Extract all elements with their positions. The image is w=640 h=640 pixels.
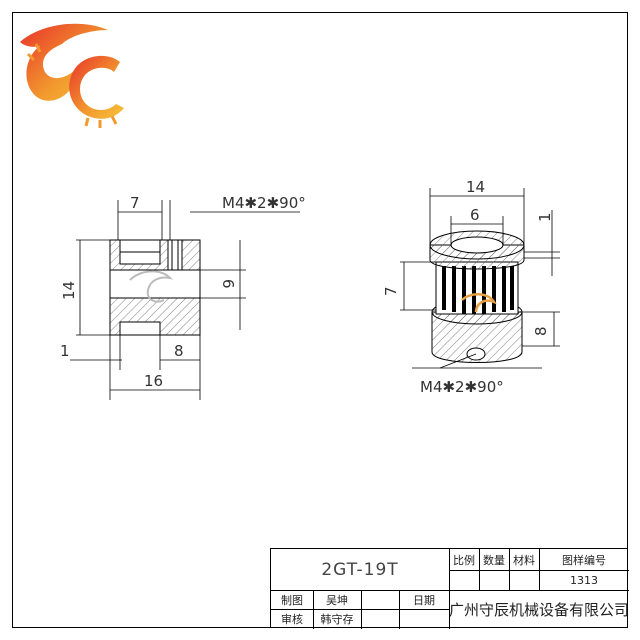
drawing-no-header: 图样编号 [562, 553, 606, 567]
company-name: 广州守辰机械设备有限公司 [449, 601, 630, 619]
drawn-by: 吴坤 [326, 593, 348, 607]
iso-dim-hub-height: 8 [532, 326, 550, 336]
qty-header: 数量 [483, 553, 505, 567]
side-dim-top-width: 7 [130, 194, 140, 212]
iso-dim-thread: M4✱2✱90° [420, 378, 504, 396]
side-dim-bore: 6 [219, 279, 237, 289]
title-block: 2GT-19T 比例 数量 材料 图样编号 1313 制图 吴坤 日期 审核 韩… [270, 548, 630, 629]
iso-dim-flange: 1 [536, 212, 554, 222]
iso-view-dimensions [400, 188, 560, 369]
side-dim-hub: 8 [174, 342, 184, 360]
checked-label: 审核 [281, 613, 303, 626]
part-name: 2GT-19T [321, 559, 399, 580]
scale-header: 比例 [453, 553, 475, 567]
checked-by: 韩守存 [320, 613, 354, 626]
iso-dim-outer: 14 [466, 178, 485, 196]
company-logo [20, 23, 124, 128]
iso-view [429, 230, 525, 363]
side-dim-height: 14 [60, 281, 78, 300]
drawing-no-value: 1313 [570, 573, 598, 587]
side-dim-thread: M4✱2✱90° [222, 194, 306, 212]
iso-dim-bore: 6 [470, 206, 480, 224]
side-dim-total-length: 16 [144, 372, 163, 390]
side-view [109, 239, 201, 336]
drawn-label: 制图 [281, 593, 303, 607]
side-dim-flange: 1 [60, 342, 70, 360]
date-label: 日期 [413, 593, 435, 607]
material-header: 材料 [513, 553, 535, 567]
drawing-border [12, 12, 628, 628]
iso-dim-teeth-height: 7 [382, 286, 400, 296]
side-view-dimensions [70, 200, 300, 400]
